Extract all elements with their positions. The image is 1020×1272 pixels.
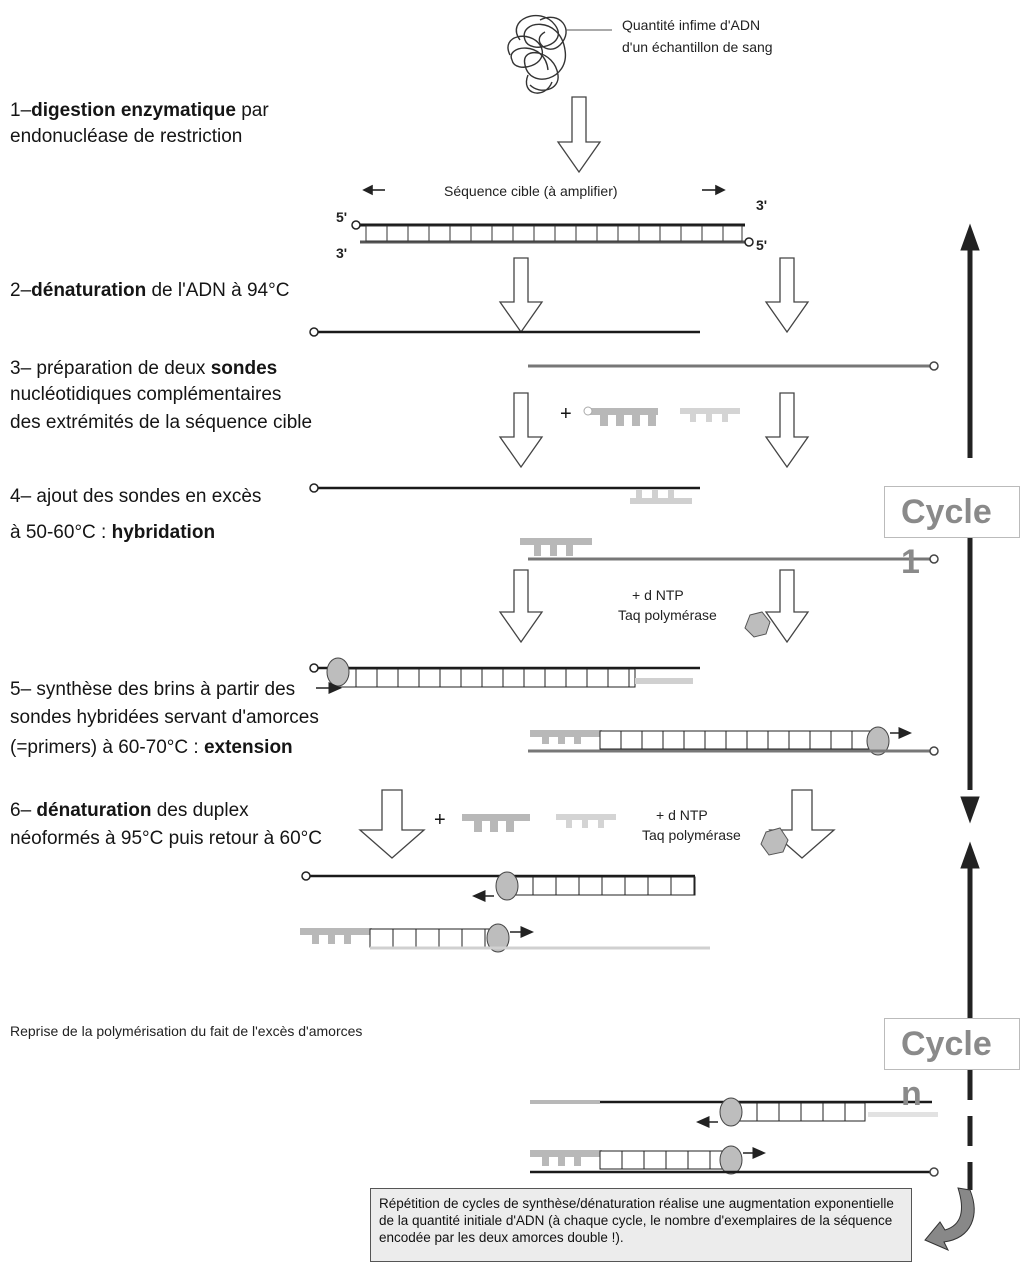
target-double-strand xyxy=(351,220,754,247)
source-label-line1: Quantité infime d'ADN xyxy=(622,17,761,33)
down-arrow-icon xyxy=(764,257,810,334)
hollow-arrows xyxy=(358,96,836,859)
probe-icons xyxy=(583,406,740,426)
cycle1-label: Cycle 1 xyxy=(884,486,1020,581)
step6-strands xyxy=(300,871,710,953)
extension-strands xyxy=(309,657,939,756)
plus-sign: + xyxy=(560,403,572,425)
end-top-left: 5' xyxy=(336,209,348,225)
step3-line2: nucléotidiques complémentaires xyxy=(10,384,282,405)
dntp2-line2: Taq polymérase xyxy=(642,827,741,843)
end-bottom-right: 5' xyxy=(756,237,768,253)
step5-line2: sondes hybridées servant d'amorces xyxy=(10,707,319,728)
cyclen-strands xyxy=(530,1097,939,1177)
step2-line: 2–dénaturation de l'ADN à 94°C xyxy=(10,280,290,301)
end-top-right: 3' xyxy=(756,197,768,213)
cycle-arrow xyxy=(924,223,980,1252)
down-arrow-icon xyxy=(498,392,544,469)
taq-polymerase-icon xyxy=(744,611,771,638)
target-seq-label: Séquence cible (à amplifier) xyxy=(444,183,618,199)
cyclen-label: Cycle n xyxy=(884,1018,1020,1113)
step3-line1: 3– préparation de deux sondes xyxy=(10,358,278,379)
dntp2-line1: + d NTP xyxy=(656,807,708,823)
target-direction-arrows xyxy=(362,184,726,196)
step6-line1: 6– dénaturation des duplex xyxy=(10,800,249,821)
probe-icons-step6 xyxy=(462,814,789,856)
down-arrow-icon xyxy=(498,257,544,334)
down-arrow-icon xyxy=(764,392,810,469)
end-bottom-left: 3' xyxy=(336,245,348,261)
step6-line2: néoformés à 95°C puis retour à 60°C xyxy=(10,828,322,849)
hybridation-strands xyxy=(309,483,939,564)
down-arrow-icon xyxy=(556,96,602,174)
separated-strands xyxy=(309,327,939,371)
down-arrow-icon xyxy=(764,569,810,644)
reprise-label: Reprise de la polymérisation du fait de … xyxy=(10,1023,363,1039)
step1-line1: 1–digestion enzymatique par xyxy=(10,100,269,121)
dna-sample-icon xyxy=(507,14,612,94)
step1-line2: endonucléase de restriction xyxy=(10,126,243,147)
plus-sign-2: + xyxy=(434,809,446,831)
down-arrow-icon xyxy=(498,569,544,644)
step4-line2: à 50-60°C : hybridation xyxy=(10,522,216,543)
dntp-line1: + d NTP xyxy=(632,587,684,603)
step5-line1: 5– synthèse des brins à partir des xyxy=(10,679,296,700)
repetition-note: Répétition de cycles de synthèse/dénatur… xyxy=(370,1188,912,1262)
step5-line3: (=primers) à 60-70°C : extension xyxy=(10,737,293,758)
step4-line1: 4– ajout des sondes en excès xyxy=(10,486,262,507)
down-arrow-icon xyxy=(358,789,426,859)
step3-line3: des extrémités de la séquence cible xyxy=(10,412,313,433)
dntp-line2: Taq polymérase xyxy=(618,607,717,623)
source-label-line2: d'un échantillon de sang xyxy=(622,39,773,55)
